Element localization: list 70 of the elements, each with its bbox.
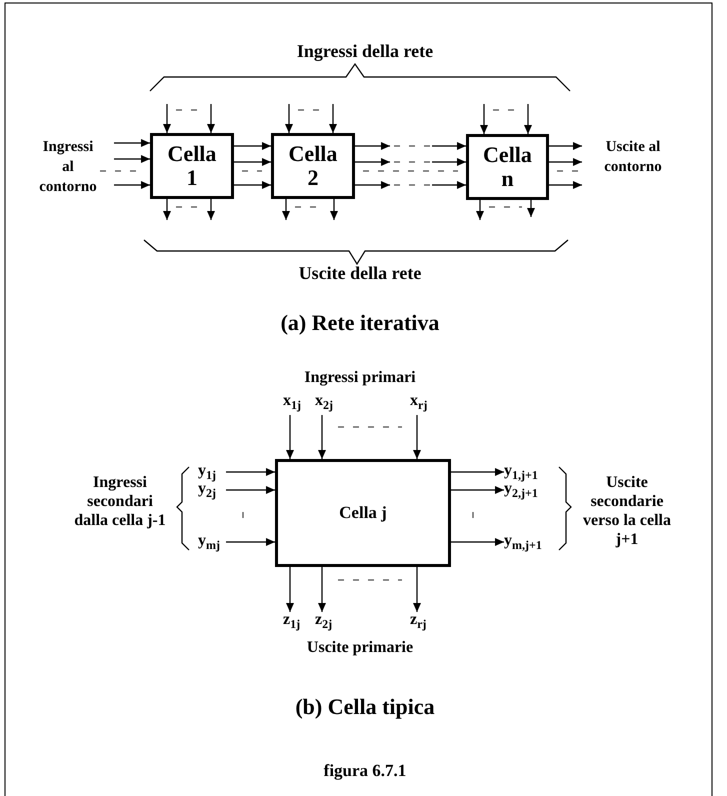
group-label: Ingressi primari: [303, 368, 417, 388]
cell-label: Cella 1: [166, 142, 218, 190]
cell-label: Cella j: [338, 502, 388, 524]
arrow: [432, 181, 466, 189]
arrow: [318, 415, 326, 459]
cell-label: Cella n: [482, 143, 533, 191]
signal-name: x$_{1j}$: [283, 393, 315, 415]
arrow: [432, 158, 466, 166]
caption: figura 6.7.1: [322, 760, 408, 781]
arrow: [480, 104, 488, 134]
arrow: [234, 181, 271, 189]
arrow: [451, 468, 504, 476]
side-label: Ingressi secondari dalla cella j-1: [73, 473, 167, 530]
arrow: [207, 199, 215, 220]
cell-box: [150, 133, 234, 199]
cell-box: [466, 134, 549, 200]
arrow: [355, 181, 390, 189]
cell-box: [271, 133, 355, 199]
arrow: [330, 199, 338, 220]
arrow: [286, 415, 294, 459]
arrow: [527, 200, 535, 217]
arrow: [549, 158, 582, 166]
arrow: [413, 567, 421, 612]
signal-name: y$_{2,j+1}$: [504, 481, 554, 499]
panel-heading: (b) Cella tipica: [294, 694, 436, 720]
arrow: [226, 486, 275, 494]
boundary-label: Ingressi al contorno: [38, 138, 98, 197]
arrow: [226, 538, 275, 546]
signal-name: z$_{1j}$: [283, 612, 315, 634]
arrow: [207, 104, 215, 133]
cell-label: Cella 2: [288, 142, 338, 190]
group-label: Ingressi della rete: [296, 40, 434, 62]
boundary-label: Uscite al contorno: [603, 138, 663, 177]
arrow: [432, 142, 466, 150]
arrow: [163, 199, 171, 220]
signal-name: y$_{1j}$: [198, 463, 226, 481]
arrow: [226, 468, 275, 476]
signal-name: z$_{rj}$: [410, 612, 442, 634]
arrow: [114, 155, 150, 163]
panel-heading: (a) Rete iterativa: [280, 310, 440, 336]
arrow: [318, 567, 326, 612]
signal-name: y$_{2j}$: [198, 481, 226, 499]
arrow: [282, 199, 290, 220]
arrow: [114, 139, 150, 147]
arrow: [549, 142, 582, 150]
signal-name: x$_{rj}$: [410, 393, 442, 415]
arrow: [286, 567, 294, 612]
arrow: [413, 415, 421, 459]
arrow: [285, 104, 293, 133]
signal-name: x$_{2j}$: [315, 393, 347, 415]
arrow: [234, 142, 271, 150]
group-label: Uscite primarie: [306, 638, 414, 658]
signal-name: y$_{m,j+1}$: [504, 533, 554, 551]
group-label: Uscite della rete: [298, 262, 422, 284]
arrow: [355, 158, 390, 166]
arrow: [114, 181, 150, 189]
signal-name: y$_{1,j+1}$: [504, 463, 554, 481]
arrow: [355, 142, 390, 150]
arrow: [451, 538, 504, 546]
arrow: [234, 158, 271, 166]
signal-name: y$_{mj}$: [198, 533, 226, 551]
arrow: [163, 104, 171, 133]
cell-box: [275, 459, 451, 567]
side-label: Uscite secondarie verso la cella j+1: [582, 473, 672, 549]
arrow: [524, 104, 532, 134]
arrow: [451, 486, 504, 494]
arrow: [329, 104, 337, 133]
arrow: [549, 181, 582, 189]
signal-name: z$_{2j}$: [315, 612, 347, 634]
arrow: [476, 200, 484, 220]
